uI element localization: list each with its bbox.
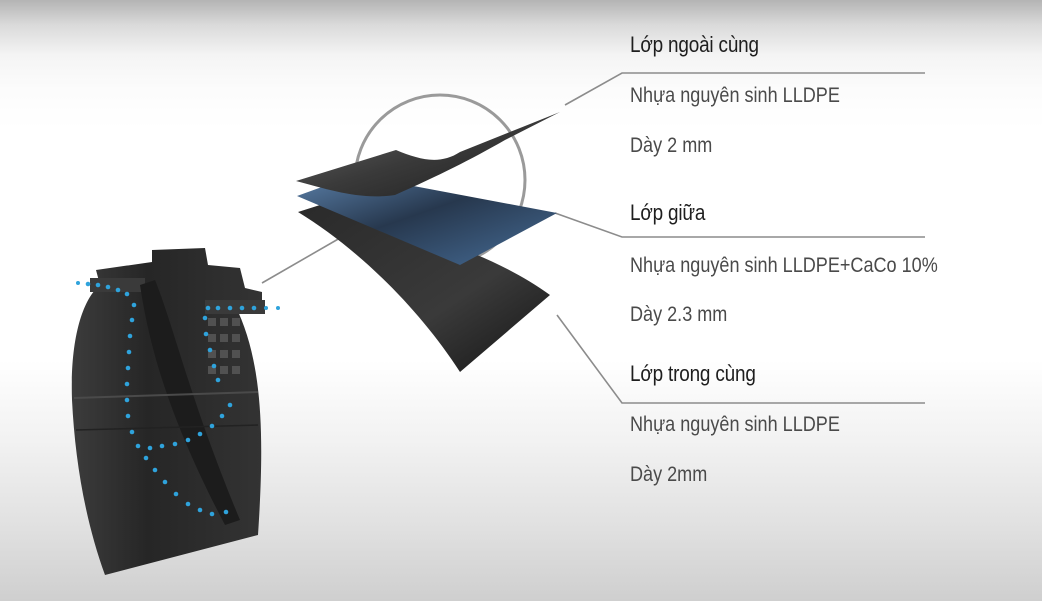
inner-layer-sheet bbox=[298, 205, 550, 372]
layer-outer-material: Nhựa nguyên sinh LLDPE bbox=[630, 84, 840, 107]
layer-middle-thickness: Dày 2.3 mm bbox=[630, 303, 728, 326]
layer-middle-material: Nhựa nguyên sinh LLDPE+CaCo 10% bbox=[630, 254, 938, 277]
layer-inner-title: Lớp trong cùng bbox=[630, 361, 756, 386]
layer-inner-material: Nhựa nguyên sinh LLDPE bbox=[630, 413, 840, 436]
layer-outer-thickness: Dày 2 mm bbox=[630, 134, 713, 157]
tank-cutaway bbox=[71, 248, 265, 575]
leader-lines bbox=[261, 72, 925, 404]
leader-line-outer bbox=[564, 72, 925, 106]
layer-outer-title: Lớp ngoài cùng bbox=[630, 32, 759, 57]
layer-inner-thickness: Dày 2mm bbox=[630, 463, 708, 486]
flow-dots bbox=[76, 281, 280, 517]
middle-layer-sheet bbox=[297, 175, 557, 265]
outer-layer-sheet bbox=[296, 112, 560, 197]
layer-middle-title: Lớp giữa bbox=[630, 200, 706, 225]
leader-line-inner bbox=[556, 314, 925, 404]
leader-line-tank bbox=[261, 237, 341, 284]
leader-line-middle bbox=[554, 212, 925, 238]
